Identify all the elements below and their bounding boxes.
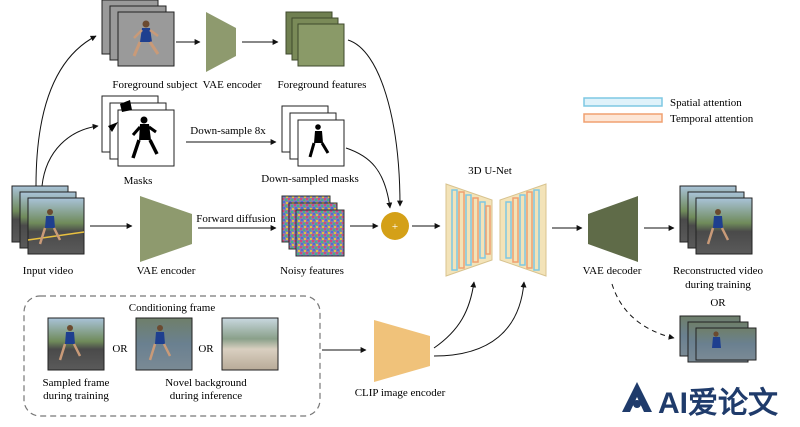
novel-background-image-1 xyxy=(135,317,193,371)
foreground-features-stack xyxy=(285,11,345,67)
novel-background-image-2 xyxy=(221,317,279,371)
novel-background-label-line1: Novel background xyxy=(165,377,247,389)
forward-diffusion-label: Forward diffusion xyxy=(196,213,276,225)
arrows xyxy=(35,35,675,357)
runner-icon xyxy=(706,209,730,245)
reconstructed-video-label-line1: Reconstructed video xyxy=(673,265,764,277)
sampled-frame-label-line1: Sampled frame xyxy=(43,377,110,389)
clip-encoder-shape xyxy=(374,320,430,382)
or-label-1: OR xyxy=(112,343,128,355)
clip-encoder-label: CLIP image encoder xyxy=(355,387,446,399)
unet-block xyxy=(445,183,547,277)
foreground-features-label: Foreground features xyxy=(278,79,367,91)
input-video-stack xyxy=(11,185,85,255)
runner-icon xyxy=(712,331,721,348)
conditioning-frame-group xyxy=(23,295,321,417)
noisy-features-label: Noisy features xyxy=(280,265,344,277)
vae-encoder-top-shape xyxy=(206,12,236,72)
legend-temporal-label: Temporal attention xyxy=(670,113,754,125)
foreground-subject-label: Foreground subject xyxy=(112,79,197,91)
sampled-frame-image xyxy=(47,317,105,371)
vae-encoder-mid-label: VAE encoder xyxy=(137,265,196,277)
small-runner-silhouette-icon xyxy=(308,124,330,158)
masks-stack xyxy=(101,95,175,167)
unet-label: 3D U-Net xyxy=(468,165,512,177)
spatial-attention-swatch xyxy=(583,97,663,107)
runner-silhouette-icon xyxy=(131,116,159,159)
plus-symbol: + xyxy=(392,221,398,233)
reconstructed-video-stack xyxy=(679,185,753,255)
watermark-text: AI爱论文 xyxy=(658,387,778,420)
masks-label: Masks xyxy=(124,175,153,187)
runner-icon xyxy=(58,325,82,361)
runner-icon xyxy=(148,325,172,361)
foreground-subject-stack xyxy=(101,0,175,67)
concat-plus-icon xyxy=(381,212,409,240)
reconstructed-video-label-line2: during training xyxy=(685,279,751,291)
sampled-frame-label-line2: during training xyxy=(43,390,109,402)
vae-decoder-label: VAE decoder xyxy=(583,265,642,277)
noisy-features-stack xyxy=(281,195,345,257)
down-sample-label: Down-sample 8x xyxy=(190,125,266,137)
runner-icon xyxy=(38,209,62,245)
vae-decoder-shape xyxy=(588,196,638,262)
conditioning-frame-label: Conditioning frame xyxy=(129,302,216,314)
legend-spatial-label: Spatial attention xyxy=(670,97,742,109)
inference-output-stack xyxy=(679,315,757,363)
watermark: AI爱论文 xyxy=(620,378,796,420)
vae-encoder-mid-shape xyxy=(140,196,192,262)
vae-encoder-top-label: VAE encoder xyxy=(203,79,262,91)
legend: Spatial attention Temporal attention xyxy=(583,97,754,125)
spatial-attention-bars xyxy=(451,189,540,271)
down-sampled-masks-stack xyxy=(281,105,345,167)
runner-figure-icon xyxy=(132,20,160,57)
or-label-right: OR xyxy=(710,297,726,309)
ai-logo-icon xyxy=(622,382,652,412)
temporal-attention-bars xyxy=(458,191,533,269)
temporal-attention-swatch xyxy=(583,113,663,123)
down-sampled-masks-label: Down-sampled masks xyxy=(261,173,358,185)
or-label-2: OR xyxy=(198,343,214,355)
input-video-label: Input video xyxy=(23,265,74,277)
novel-background-label-line2: during inference xyxy=(170,390,242,402)
